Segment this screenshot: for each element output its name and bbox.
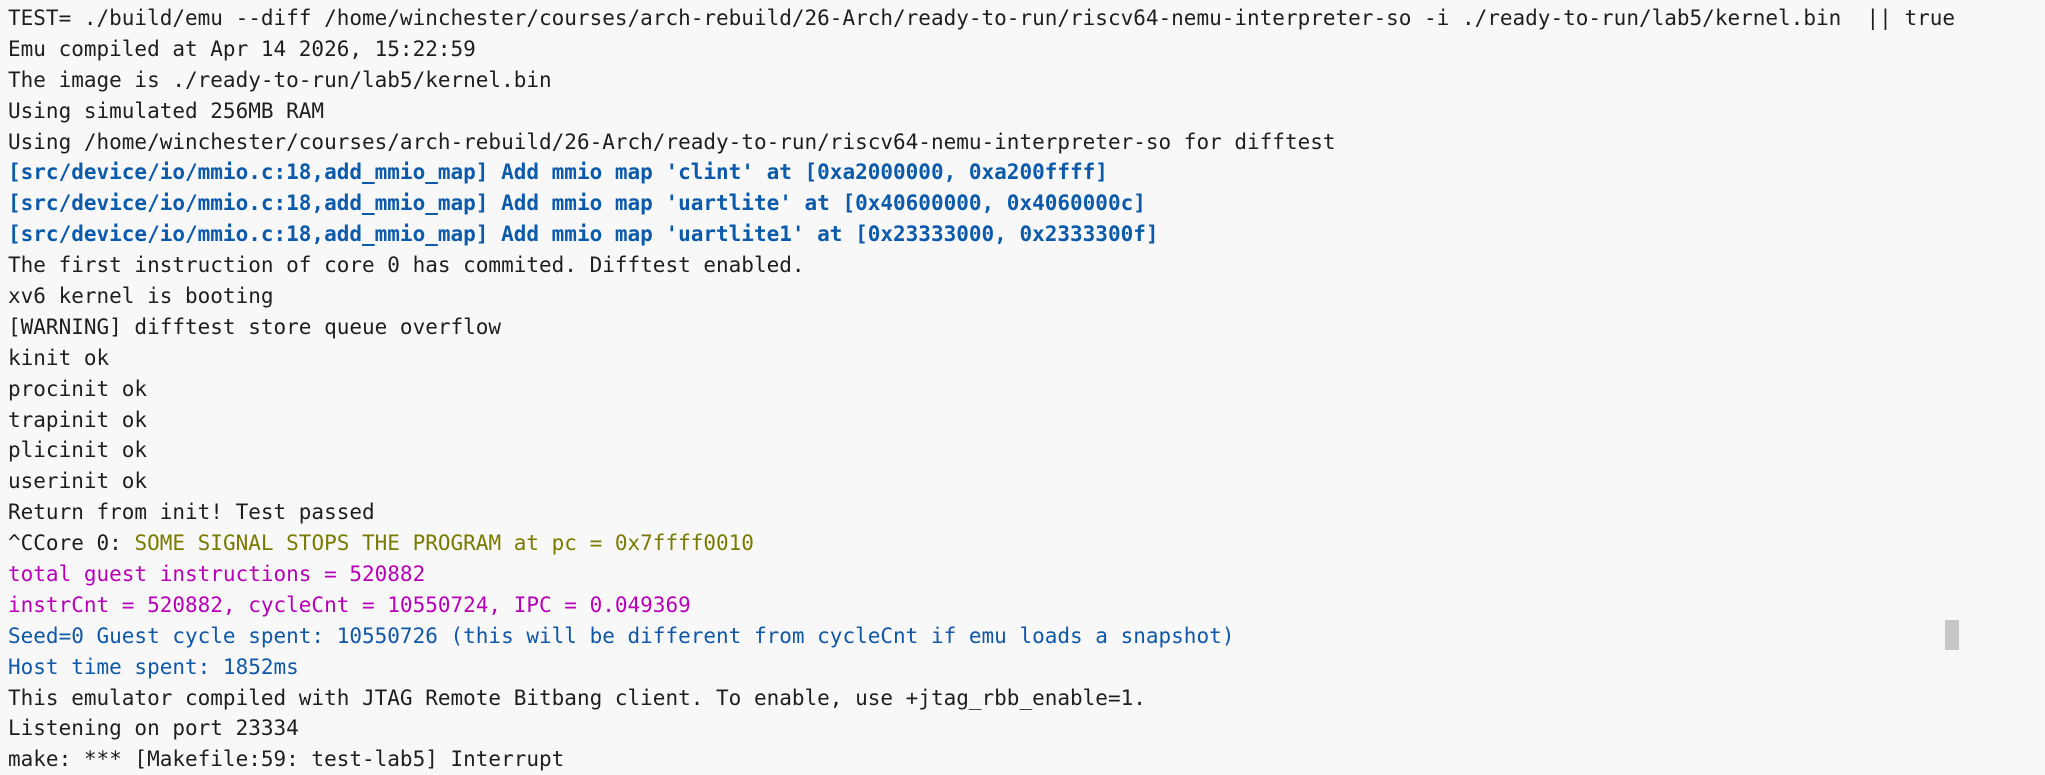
signal-prefix: ^CCore 0: — [8, 531, 135, 556]
terminal-line-mmio-uartlite: [src/device/io/mmio.c:18,add_mmio_map] A… — [8, 191, 1146, 216]
terminal-line-ipc-stats: instrCnt = 520882, cycleCnt = 10550724, … — [8, 592, 691, 617]
terminal-line-kinit: kinit ok — [8, 345, 110, 370]
terminal-line-host-time: Host time spent: 1852ms — [8, 654, 299, 679]
terminal-line-listening-port: Listening on port 23334 — [8, 716, 299, 741]
terminal-line-difftest-enabled: The first instruction of core 0 has comm… — [8, 253, 805, 278]
terminal-line-procinit: procinit ok — [8, 376, 148, 401]
terminal-line-guest-cycles: Seed=0 Guest cycle spent: 10550726 (this… — [8, 623, 1235, 648]
terminal-line-plicinit: plicinit ok — [8, 438, 148, 463]
terminal-line-compile-time: Emu compiled at Apr 14 2026, 15:22:59 — [8, 36, 476, 61]
terminal-line-ram-size: Using simulated 256MB RAM — [8, 98, 325, 123]
terminal-line-trapinit: trapinit ok — [8, 407, 148, 432]
terminal-line-difftest-ref: Using /home/winchester/courses/arch-rebu… — [8, 129, 1336, 154]
terminal-line-kernel-booting: xv6 kernel is booting — [8, 284, 274, 309]
signal-message: SOME SIGNAL STOPS THE PROGRAM at pc = 0x… — [134, 531, 754, 556]
terminal-line-jtag-info: This emulator compiled with JTAG Remote … — [8, 685, 1146, 710]
terminal-line-signal-stop: ^CCore 0: SOME SIGNAL STOPS THE PROGRAM … — [8, 528, 2045, 559]
terminal-line-warning: [WARNING] difftest store queue overflow — [8, 314, 502, 339]
terminal-line-make-interrupt: make: *** [Makefile:59: test-lab5] Inter… — [8, 747, 565, 772]
terminal-cursor — [1945, 620, 1959, 650]
terminal-line-userinit: userinit ok — [8, 469, 148, 494]
terminal-line-mmio-clint: [src/device/io/mmio.c:18,add_mmio_map] A… — [8, 160, 1108, 185]
terminal-line-mmio-uartlite1: [src/device/io/mmio.c:18,add_mmio_map] A… — [8, 222, 1159, 247]
terminal-line-image-path: The image is ./ready-to-run/lab5/kernel.… — [8, 67, 552, 92]
terminal-line-guest-instructions: total guest instructions = 520882 — [8, 562, 426, 587]
terminal-line-test-command: TEST= ./build/emu --diff /home/wincheste… — [8, 6, 1956, 30]
terminal-line-test-passed: Return from init! Test passed — [8, 500, 375, 525]
